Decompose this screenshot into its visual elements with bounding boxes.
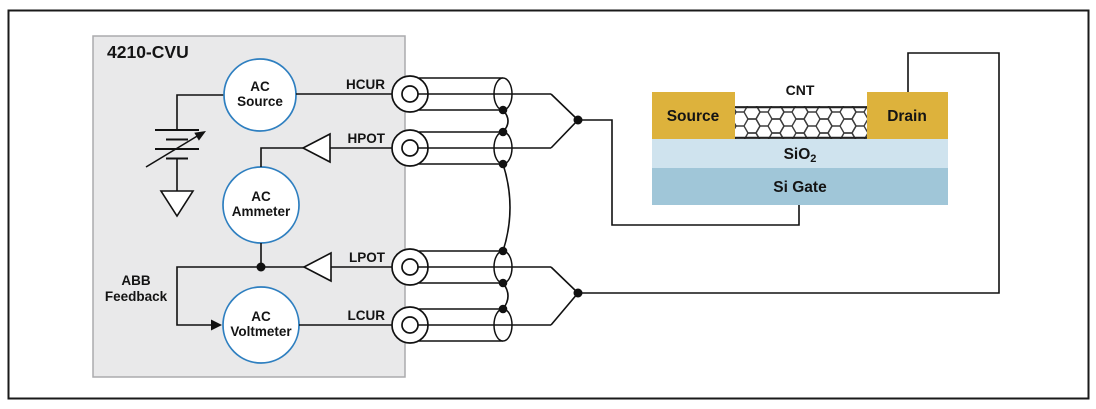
source-contact	[652, 92, 735, 139]
ac-voltmeter-label-2: Voltmeter	[230, 324, 292, 339]
hpot-buffer-amp-icon	[260, 132, 392, 167]
low-junction-dot	[573, 288, 583, 298]
ac-ammeter-meter: AC Ammeter	[222, 166, 300, 244]
abb-feedback-path	[176, 266, 304, 331]
variable-source-symbol	[145, 94, 224, 191]
low-side-wiring	[550, 52, 1000, 326]
high-side-wiring	[550, 93, 800, 226]
ac-voltmeter-meter: AC Voltmeter	[222, 286, 300, 364]
variable-arrow-icon	[145, 131, 206, 168]
gate-label: Si Gate	[773, 179, 827, 196]
terminal-label-hpot: HPOT	[347, 131, 385, 146]
cnt-channel	[735, 106, 867, 139]
ac-voltmeter-label-1: AC	[251, 309, 271, 324]
bnc-connector-hpot	[391, 129, 429, 167]
oxide-layer	[652, 139, 948, 168]
coax-cable-lcur	[418, 308, 551, 342]
drain-label: Drain	[887, 108, 927, 125]
cnt-label: CNT	[786, 82, 815, 98]
instrument-title: 4210-CVU	[107, 42, 189, 62]
ammeter-junction-dot	[256, 262, 266, 272]
terminal-label-lcur: LCUR	[348, 308, 386, 323]
terminal-label-lpot: LPOT	[349, 250, 386, 265]
shield-jumpers	[498, 105, 511, 314]
lpot-buffer-amp-icon	[302, 251, 392, 283]
ac-source-label-2: Source	[237, 94, 283, 109]
cnt-device: CNT Source Drain SiO2 Si Gate	[652, 82, 948, 205]
oxide-label: SiO2	[784, 146, 817, 165]
ac-ammeter-label-1: AC	[251, 189, 271, 204]
feedback-label-1: ABB	[121, 273, 150, 288]
ac-source-ring	[223, 58, 297, 132]
ground-icon	[159, 190, 195, 218]
coax-cable-hcur	[418, 77, 551, 111]
feedback-label-2: Feedback	[105, 289, 168, 304]
coax-cable-lpot	[418, 250, 551, 284]
ac-source-meter: AC Source	[223, 58, 297, 132]
drain-contact	[867, 92, 948, 139]
ac-source-label-1: AC	[250, 79, 270, 94]
feedback-arrowhead-icon	[211, 319, 222, 331]
terminal-label-hcur: HCUR	[346, 77, 385, 92]
gate-layer	[652, 168, 948, 205]
source-label: Source	[667, 108, 720, 125]
high-junction-dot	[573, 115, 583, 125]
ac-ammeter-label-2: Ammeter	[232, 204, 291, 219]
